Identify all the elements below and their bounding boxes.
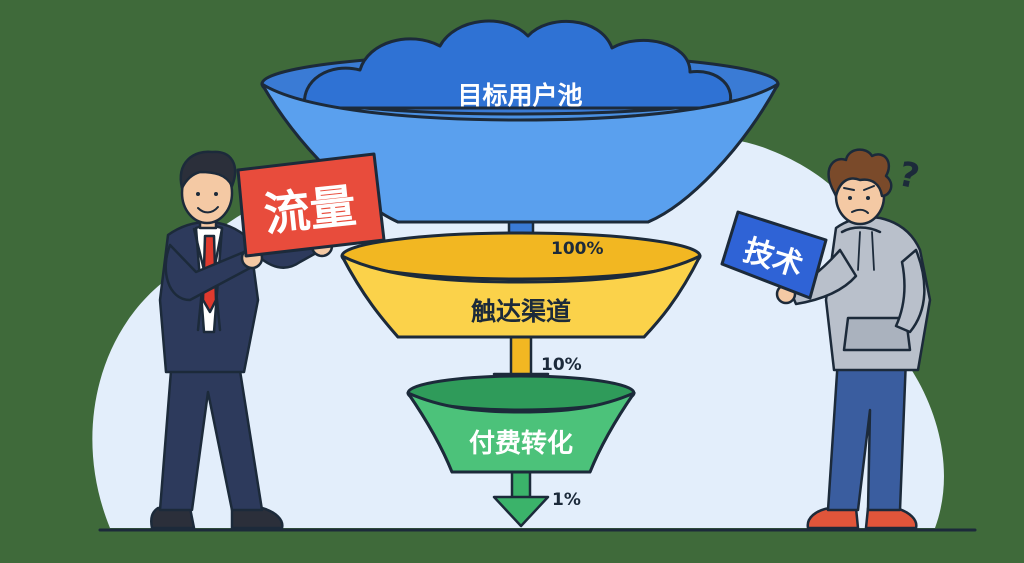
stage-3-label: 付费转化 bbox=[469, 429, 573, 459]
tech-sign: 技术 bbox=[720, 210, 828, 300]
businessman-figure bbox=[150, 150, 334, 530]
technician-hair bbox=[827, 148, 893, 198]
stage-2-label: 触达渠道 bbox=[471, 297, 571, 326]
tech-pocket-arm bbox=[894, 248, 926, 334]
pct-label-2: 10% bbox=[541, 355, 582, 375]
pct-label-1: 100% bbox=[551, 239, 604, 259]
funnel-layer-3 bbox=[406, 374, 636, 474]
tech-left-shoe bbox=[806, 506, 860, 530]
funnel-layer-2 bbox=[340, 231, 702, 339]
hoodie-pocket bbox=[842, 316, 912, 352]
businessman-hair bbox=[179, 150, 237, 190]
funnel-layer-1 bbox=[260, 19, 780, 224]
traffic-sign-label: 流量 bbox=[261, 178, 358, 241]
traffic-sign: 流量 bbox=[236, 152, 386, 258]
cloud-shape bbox=[303, 19, 732, 110]
left-shoe bbox=[150, 506, 196, 530]
trousers bbox=[158, 356, 264, 512]
stage-1-label: 目标用户池 bbox=[457, 81, 582, 110]
question-mark: ? bbox=[895, 154, 923, 197]
jeans bbox=[826, 356, 908, 512]
pct-label-3: 1% bbox=[552, 490, 581, 510]
